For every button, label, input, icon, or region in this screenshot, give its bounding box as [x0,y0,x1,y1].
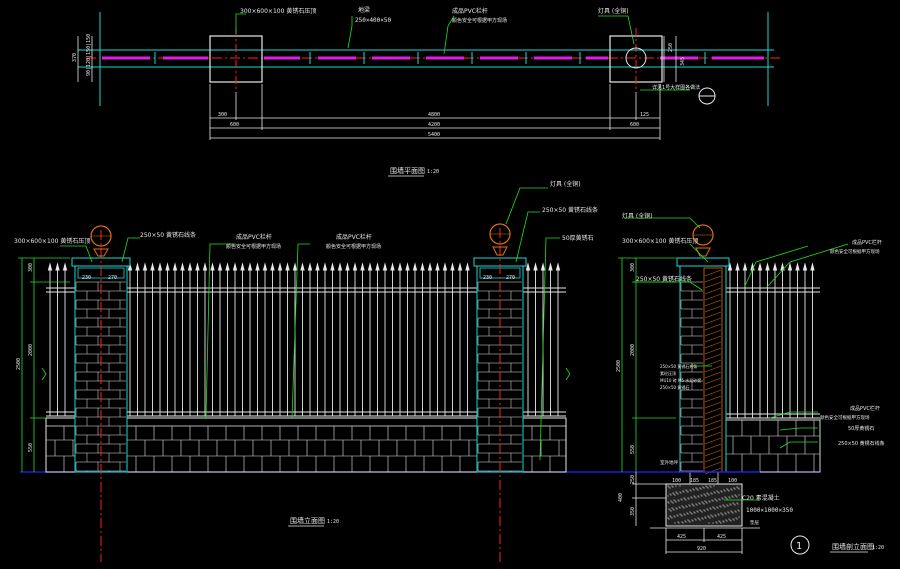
section-badge [790,535,810,555]
section-dim-w425b: 425 [717,534,726,540]
plan-pvc-label-1: 成品PVC栏杆 [452,7,488,15]
section-dim-w425a: 425 [677,534,686,540]
section-grade-label: 室外地坪 [660,459,678,466]
elevation-dim-2000: 2000 [28,344,34,356]
elevation-pvc-label-b2: 颜色安全可根据甲方现场 [326,243,381,250]
elevation-beam-label-left: 250×50 黄锈石线条 [140,231,196,239]
plan-pvc-label-2: 颜色安全可根据甲方现场 [452,17,507,24]
plan-lamp-label: 灯具 (全铜) [598,7,629,15]
plan-dim-5400: 5400 [428,132,440,138]
section-dim-b185a: 185 [690,478,699,484]
section-dim-b185b: 185 [708,478,717,484]
plan-lamp-icon [625,47,647,69]
plan-view: 300×600×100 黄锈石压顶 地梁 250×400×50 成品PVC栏杆 … [72,6,780,177]
elevation-lamp-label: 灯具 (全铜) [550,180,581,188]
elevation-view: 2500 2000 300 550 230 270 230 270 300×60… [14,180,820,562]
elevation-dim-270a: 270 [108,275,117,281]
section-concrete-label: C20 素混凝土 [742,494,780,502]
section-badge-number: 1 [796,541,802,552]
elevation-dim-2500: 2500 [16,358,22,370]
section-dim-350: 350 [630,507,636,516]
plan-dim-300: 300 [218,112,227,118]
plan-dim-small: 90|120|150|150 [86,34,92,76]
elevation-pvc-label-a1: 成品PVC栏杆 [236,233,272,241]
elevation-cap-label: 300×600×100 黄锈石压顶 [14,237,90,245]
section-railing [723,262,821,473]
section-inner-label-1: 250×50 黄锈石线条 [660,363,697,369]
section-pvc-label-1: 成品PVC栏杆 [852,239,882,246]
section-scale: 1:20 [872,545,884,551]
section-dim-2500: 2500 [616,360,622,372]
elevation-pier-left [71,225,131,562]
plan-dim-600b: 600 [630,122,639,128]
plan-pier-cap-label: 300×600×100 黄锈石压顶 [240,7,316,15]
elevation-dim-230b: 230 [483,275,492,281]
section-title: 围墙剖立面图 [832,542,874,551]
section-pvc-right-2: 颜色安全可根据甲方现场 [820,414,870,421]
elevation-dim-230a: 230 [82,275,91,281]
section-inner-label-4: 250×50 黄锈石 [660,384,689,390]
section-pvc-label-2: 颜色安全可根据甲方现场 [830,248,880,255]
section-footing-label: 1000×1000×350 [746,507,793,514]
section-dim-400: 400 [618,493,624,502]
section-beam-label: 250×50 黄锈石线条 [636,275,692,283]
plan-title: 围墙平面图 [390,166,425,175]
plan-pier-right [609,35,663,83]
section-dim-w920: 920 [697,546,706,552]
plan-beam-size: 250×400×50 [355,17,392,24]
section-dim-250: 250 [630,475,636,484]
section-inner-label-3: MU10 砖 M5 水泥砂浆 [660,377,701,383]
plan-dim-250: 250 [668,43,674,52]
elevation-dim-300: 300 [28,263,34,272]
plan-dim-4800: 4800 [428,112,440,118]
section-pvc-right-1: 成品PVC栏杆 [850,405,880,412]
section-dim-b100: 100 [672,478,681,484]
plan-dim-370: 370 [72,53,78,62]
plan-detail-ref-label: 详见1号大样图各做法 [652,84,700,91]
elevation-dim-270b: 270 [506,275,515,281]
elevation-dim-550: 550 [28,443,34,452]
elevation-pvc-label-b1: 成品PVC栏杆 [336,233,372,241]
section-bedding-label: 垫层 [750,519,759,526]
section-core [703,267,723,473]
section-inner-label-2: 素砼压顶 [660,370,676,376]
elevation-beam-label-right: 250×50 黄锈石线条 [542,206,598,214]
section-dim-550: 550 [630,445,636,454]
section-dim-300: 300 [630,263,636,272]
plan-dim-125: 125 [640,112,649,118]
plan-dim-4200: 4200 [428,122,440,128]
section-cap-label: 300×600×100 黄锈石压顶 [622,237,698,245]
section-view: 2500 2000 300 550 250 400 350 100 185 18… [616,212,885,555]
plan-dim-345: 345 [680,57,686,66]
plan-beam-label: 地梁 [358,6,370,14]
plan-pier-left [209,35,263,83]
section-beam-right: 250×50 黄锈石线条 [838,440,885,447]
section-dim-2000: 2000 [630,344,636,356]
plan-dim-600a: 600 [230,122,239,128]
section-lamp-label: 灯具 (全铜) [622,212,653,220]
elevation-scale: 1:20 [327,519,339,525]
elevation-pier-right [473,223,527,562]
elevation-title: 围墙立面图 [290,516,325,525]
plan-scale: 1:20 [427,169,439,175]
elevation-pvc-label-a2: 颜色安全可根据甲方现场 [226,243,281,250]
elevation-railing [46,262,566,417]
elevation-stone-label: 50厚黄锈石 [562,234,594,242]
section-dim-b100b: 100 [728,478,737,484]
section-stone-right: 50厚黄锈石 [848,425,874,432]
